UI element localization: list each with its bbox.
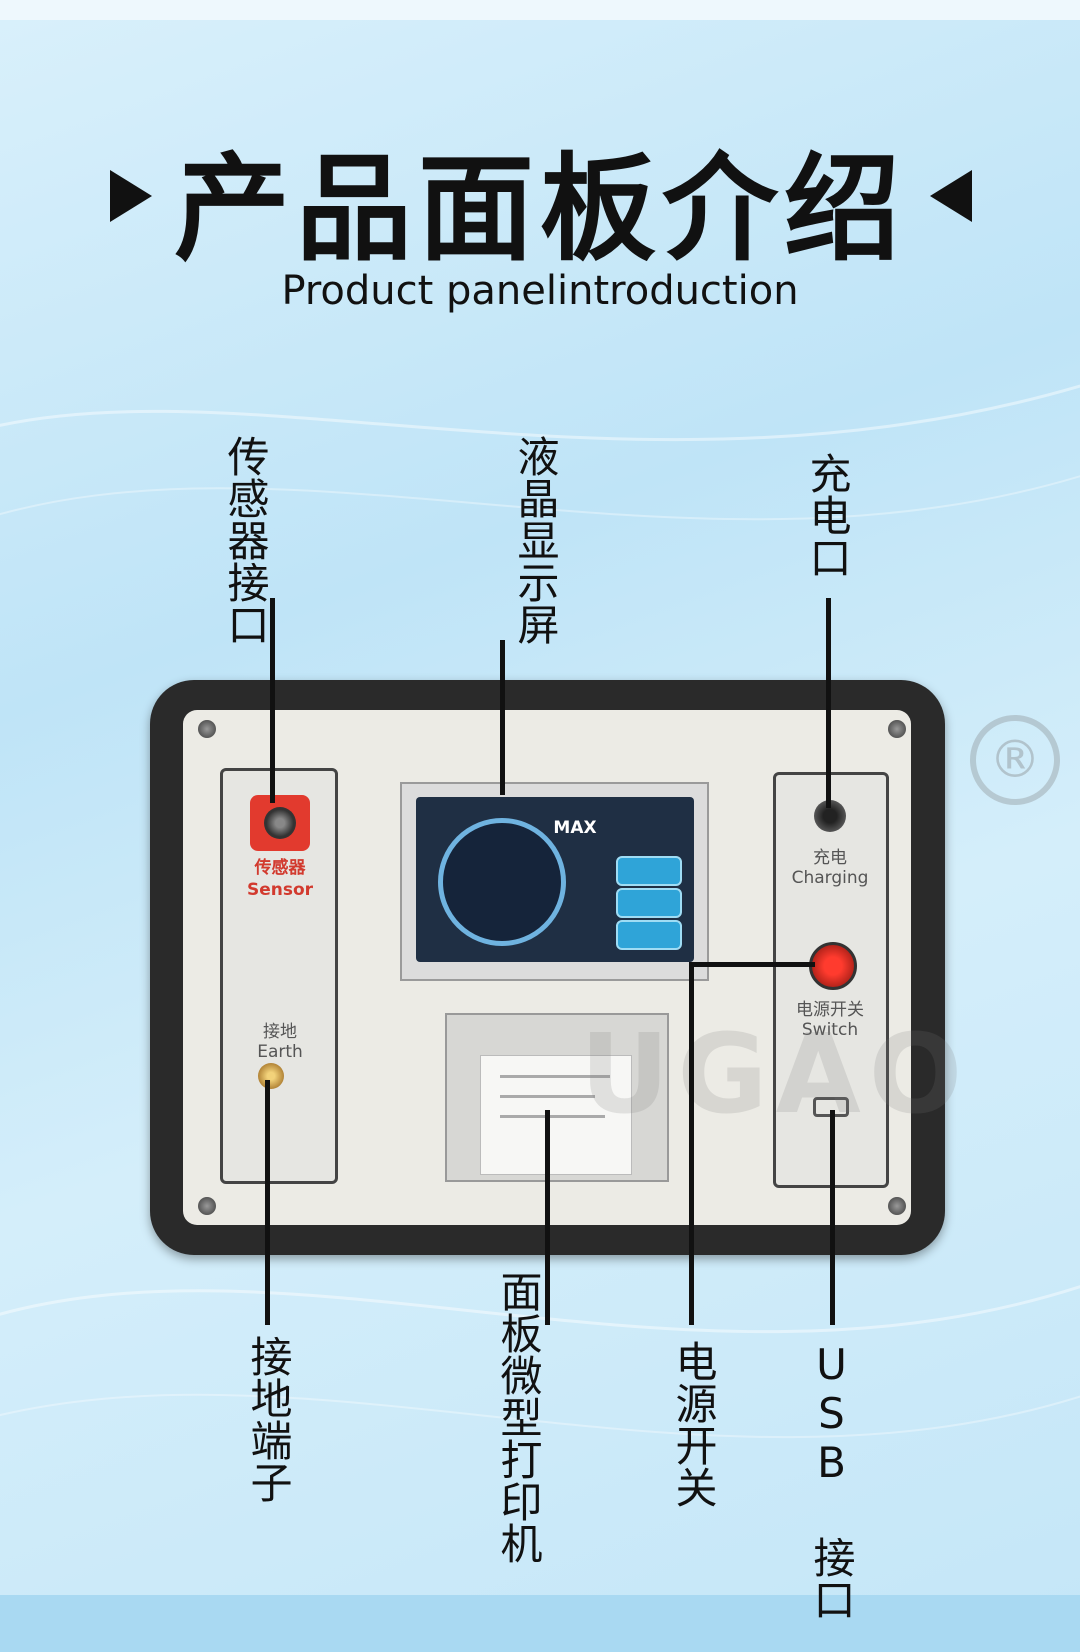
callout-line-power-h (689, 962, 815, 967)
screw-icon (888, 720, 906, 738)
power-switch-button[interactable] (809, 942, 857, 990)
gauge-dial-icon (438, 818, 566, 946)
charging-label-cn: 充电 (813, 848, 847, 868)
callout-line-earth (265, 1080, 270, 1325)
sensor-label-en: Sensor (246, 880, 314, 900)
top-strip (0, 0, 1080, 20)
display-button-2[interactable] (616, 888, 682, 918)
bottom-strip (0, 1595, 1080, 1652)
watermark-logo: UGAO (580, 1010, 971, 1138)
earth-label-en: Earth (257, 1042, 303, 1062)
paper-line (500, 1095, 595, 1098)
switch-label-cn: 电源开关 (796, 1000, 864, 1020)
callout-line-power (689, 962, 694, 1325)
display-button-3[interactable] (616, 920, 682, 950)
earth-label-cn: 接地 (263, 1022, 297, 1042)
registered-mark-icon: ® (970, 715, 1060, 805)
callout-line-usb (830, 1110, 835, 1325)
callout-line-charge (826, 598, 831, 808)
screw-icon (888, 1197, 906, 1215)
label-power-switch: 电源开关 (669, 1340, 718, 1508)
left-arrow-icon (110, 170, 152, 222)
switch-label-en: Switch (801, 1020, 859, 1040)
right-arrow-icon (930, 170, 972, 222)
screw-icon (198, 720, 216, 738)
label-sensor-port: 传感器接口 (221, 435, 270, 645)
label-earth-terminal: 接地端子 (244, 1335, 293, 1503)
screw-icon (198, 1197, 216, 1215)
charging-label-en: Charging (791, 868, 869, 888)
page-title: 产品面板介绍 (174, 142, 906, 277)
sensor-port[interactable] (250, 795, 310, 851)
label-printer: 面板微型打印机 (494, 1270, 543, 1564)
paper-line (500, 1075, 610, 1078)
paper-line (500, 1115, 605, 1118)
callout-line-printer (545, 1110, 550, 1325)
label-charge-port: 充电口 (803, 452, 852, 578)
callout-line-lcd (500, 640, 505, 795)
callout-line-sensor (270, 598, 275, 803)
page-subtitle: Product panelintroduction (281, 268, 799, 314)
label-usb-port: USB 接口 (807, 1340, 856, 1620)
display-button-1[interactable] (616, 856, 682, 886)
display-max-label: MAX (553, 818, 597, 838)
earth-terminal[interactable] (258, 1063, 284, 1089)
label-lcd-screen: 液晶显示屏 (511, 435, 560, 645)
sensor-label-cn: 传感器 (254, 858, 306, 878)
